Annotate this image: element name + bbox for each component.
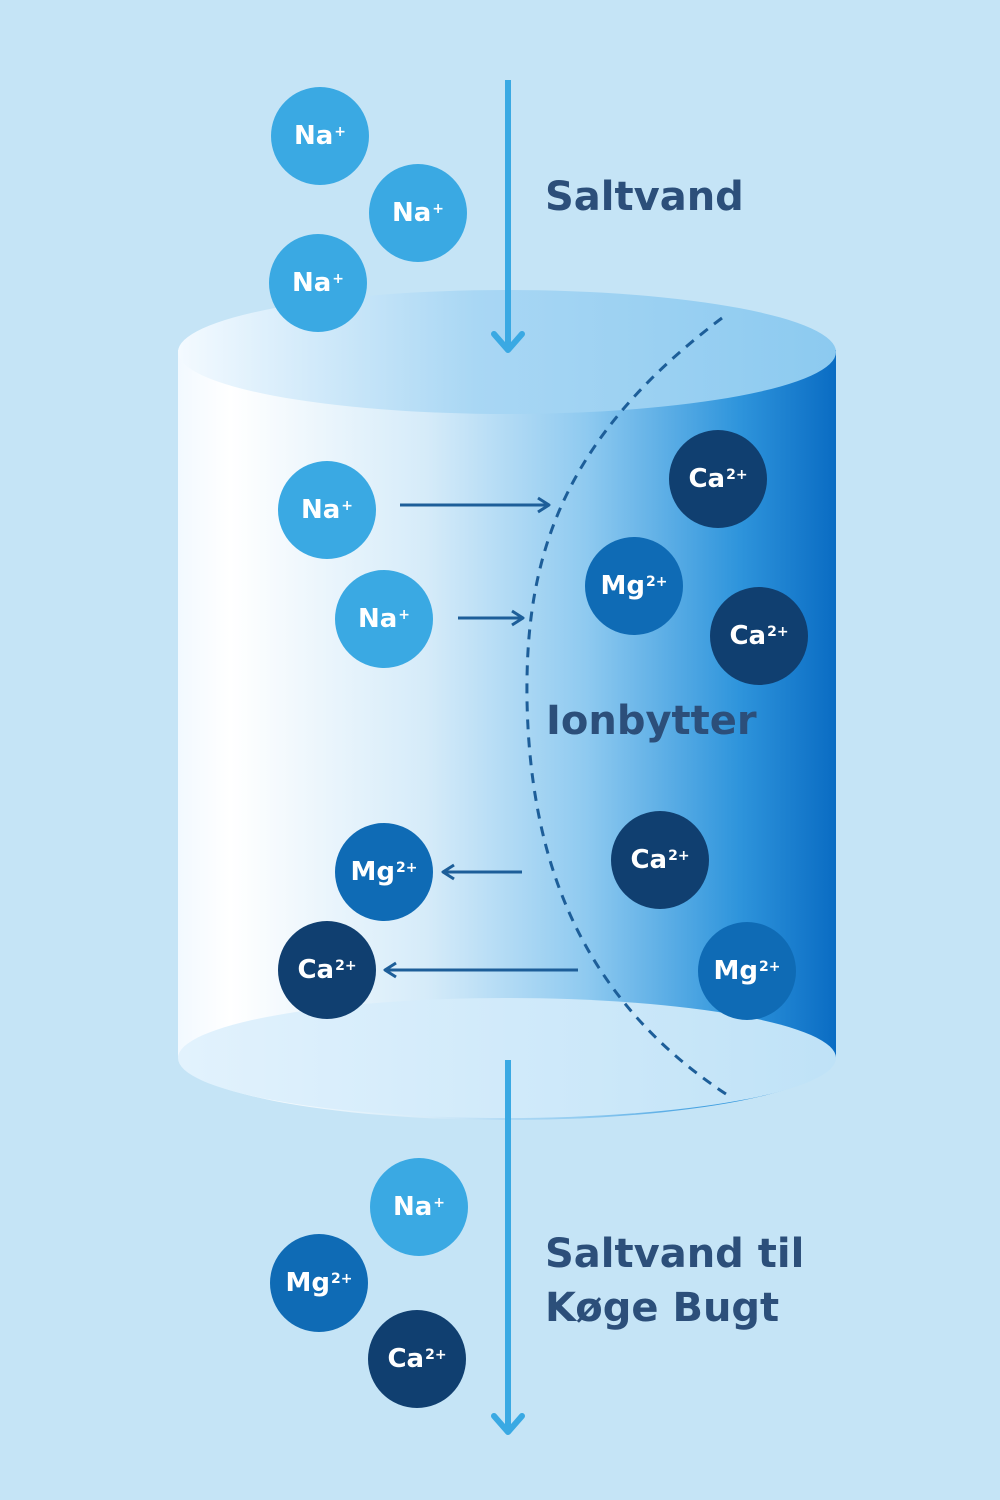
inflow-arrow	[491, 80, 525, 353]
label-saltvand: Saltvand	[545, 174, 744, 220]
exchange-arrow-na-2	[458, 609, 525, 627]
na-ion: Na+	[335, 570, 433, 668]
exchange-arrow-na-1	[400, 496, 551, 514]
na-ion: Na+	[269, 234, 367, 332]
exchange-arrow-mg	[441, 863, 522, 881]
ion-exchanger-cylinder-bottom	[178, 998, 836, 1118]
outflow-arrow	[491, 1060, 525, 1435]
label-ionbytter: Ionbytter	[546, 698, 757, 744]
na-ion: Na+	[370, 1158, 468, 1256]
label-saltvand-til: Saltvand til	[545, 1231, 805, 1277]
exchange-arrow-ca	[383, 961, 578, 979]
na-ion: Na+	[278, 461, 376, 559]
na-ion: Na+	[369, 164, 467, 262]
resin-boundary-dashed-line	[525, 316, 733, 1100]
label-koege-bugt: Køge Bugt	[545, 1285, 780, 1331]
na-ion: Na+	[271, 87, 369, 185]
